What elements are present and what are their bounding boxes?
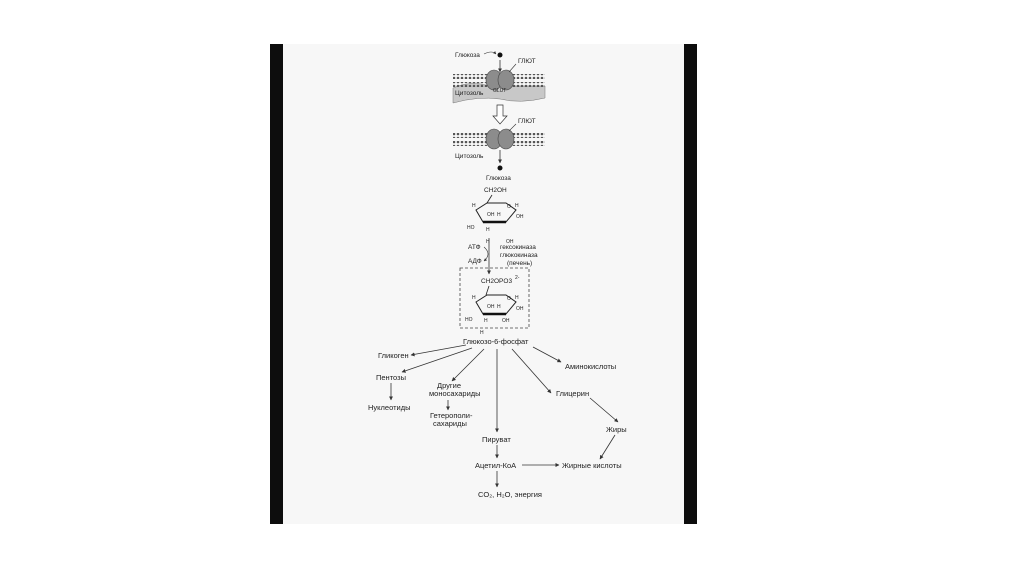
- glut-pointer-bottom: [508, 123, 517, 132]
- glucose-h-label: H: [486, 227, 490, 233]
- fatty-acids-label: Жирные кислоты: [562, 461, 622, 470]
- glucose-label-top: Глюкоза: [455, 52, 480, 59]
- g6p-oh-label: OH: [516, 306, 524, 312]
- hetero-label-2: сахариды: [433, 419, 467, 428]
- glucose-oh-label: OH: [506, 239, 514, 245]
- glycerol-label: Глицерин: [556, 389, 589, 398]
- nucleotides-label: Нуклеотиды: [368, 403, 410, 412]
- glucose-ho-label: HO: [467, 225, 475, 231]
- glucose-ring-oxygen: O: [507, 204, 511, 210]
- glucose-structure: CH2OH O H H OH H OH HO H OH H: [467, 187, 524, 245]
- figure-panel: [283, 44, 684, 524]
- g6p-phosphate-group: CH2OPO3: [481, 278, 512, 285]
- arrow-to-other-monosaccharides: [451, 348, 485, 382]
- transition-arrow: [492, 104, 508, 125]
- glut-pointer-top: [508, 63, 517, 73]
- g6p-oh-label: OH: [487, 304, 495, 310]
- g6p-structure: CH2OPO3 2- O H H OH H OH HO H OH H Глюко…: [459, 267, 530, 346]
- arrow-to-glycerol: [511, 348, 552, 394]
- g6p-h-label: H: [497, 304, 501, 310]
- glucose-oh-label: OH: [487, 212, 495, 218]
- pathway-labels: Гликоген Аминокислоты Пентозы Нуклеотиды…: [368, 351, 627, 499]
- g6p-dashed-box: [459, 267, 530, 329]
- enzyme-hexokinase-label: гексокиназа: [500, 244, 536, 251]
- glut2-transporter-right: [497, 128, 515, 150]
- right-black-bar: [684, 44, 697, 524]
- pathway-arrows: [389, 344, 619, 488]
- pyruvate-label: Пируват: [482, 435, 511, 444]
- glucose-h-label: H: [472, 203, 476, 209]
- g6p-ho-label: HO: [465, 317, 473, 323]
- glucose-label-bottom: Глюкоза: [486, 175, 511, 182]
- acetyl-coa-label: Ацетил-КоА: [475, 461, 516, 470]
- left-black-bar: [270, 44, 283, 524]
- glucose-h-label: H: [497, 212, 501, 218]
- glut-label-top: ГЛЮТ: [518, 58, 536, 65]
- glut-inner-label: GLUT: [493, 88, 506, 94]
- pentoses-label: Пентозы: [376, 373, 406, 382]
- cytosol-label-top: Цитозоль: [455, 90, 484, 97]
- g6p-h-label: H: [484, 318, 488, 324]
- other-mono-label-2: моносахариды: [429, 389, 481, 398]
- glucose-dot-top: [497, 52, 503, 58]
- glycogen-label: Гликоген: [378, 351, 409, 360]
- glucose-curve-arrow: [483, 51, 497, 55]
- glucose-dot-bottom: [497, 165, 503, 171]
- glucose-h-label: H: [486, 239, 490, 245]
- adp-label: АДФ: [468, 258, 482, 265]
- g6p-oh-label: OH: [502, 318, 510, 324]
- hetero-label-1: Гетерополи-: [430, 411, 473, 420]
- fats-label: Жиры: [606, 425, 627, 434]
- g6p-name-label: Глюкозо-6-фосфат: [463, 337, 529, 346]
- membrane-top: Глюкоза ГЛЮТ GLUT Цитозоль: [452, 51, 546, 104]
- enzyme-glucokinase-label: глюкокиназа: [500, 252, 538, 259]
- arrow-fats-to-fatty-acids: [599, 434, 616, 460]
- g6p-h-label: H: [472, 295, 476, 301]
- atp-adp-curve: [483, 246, 489, 262]
- g6p-charge: 2-: [515, 275, 520, 281]
- final-products-label: CO₂, H₂O, энергия: [478, 490, 542, 499]
- glucose-ch2oh-label: CH2OH: [484, 187, 507, 194]
- amino-acids-label: Аминокислоты: [565, 362, 616, 371]
- other-mono-label-1: Другие: [437, 381, 461, 390]
- arrow-to-pentoses: [401, 347, 473, 373]
- arrow-to-glycogen: [410, 344, 467, 357]
- arrow-to-amino-acids: [532, 346, 562, 363]
- cytosol-label-bottom: Цитозоль: [455, 153, 484, 160]
- atp-label: АТФ: [468, 244, 481, 251]
- g6p-ring-oxygen: O: [507, 296, 511, 302]
- g6p-h-label: H: [515, 295, 519, 301]
- membrane-bottom: ГЛЮТ Цитозоль Глюкоза: [453, 118, 545, 182]
- enzyme-liver-note: (печень): [507, 260, 532, 267]
- glucose-h-label: H: [515, 203, 519, 209]
- glut-transporter-right: [497, 69, 515, 91]
- glucose-oh-label: OH: [516, 214, 524, 220]
- g6p-h-label: H: [480, 330, 484, 336]
- hexokinase-reaction: АТФ АДФ гексокиназа глюкокиназа (печень): [468, 238, 538, 275]
- glut-label-bottom: ГЛЮТ: [518, 118, 536, 125]
- arrow-glycerol-to-fats: [589, 397, 619, 423]
